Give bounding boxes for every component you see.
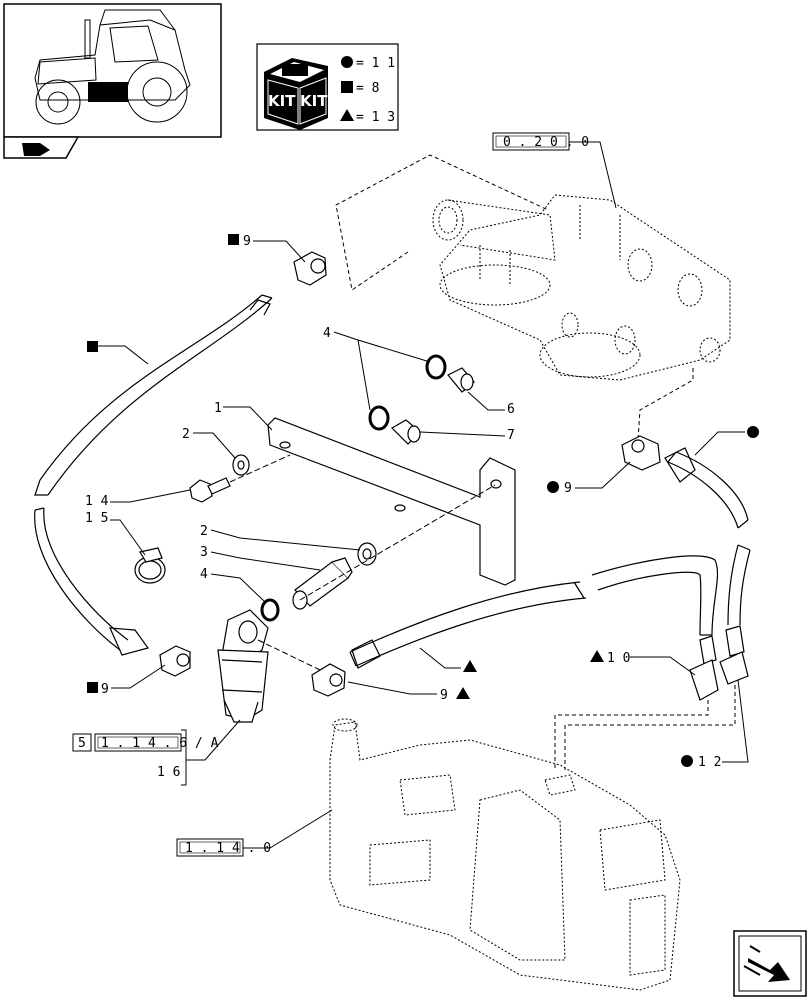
ref-1-14-6a: 1 . 1 4 . 6 / A <box>101 736 219 751</box>
fuel-hose-middle <box>349 555 719 669</box>
triangle-marker-hose <box>463 660 477 672</box>
label-2-lower: 2 <box>200 524 208 539</box>
label-6: 6 <box>507 402 515 417</box>
square-count: = 8 <box>356 81 379 96</box>
dashed-leader-housing-fitting <box>637 368 694 441</box>
circle-marker-hose <box>747 426 759 438</box>
kit-box-icon: KIT KIT <box>264 58 328 130</box>
ref-box-0-20-0[interactable]: 0 . 2 0 . 0 <box>492 132 589 151</box>
circle-symbol <box>341 56 353 68</box>
triangle-marker-10 <box>590 650 604 662</box>
label-9-square-top: 9 <box>243 234 251 249</box>
label-9-triangle: 9 <box>440 688 448 703</box>
hose-clamp-15 <box>134 547 166 584</box>
filter-head-housing <box>432 194 731 381</box>
prev-page-arrow-icon <box>22 143 50 156</box>
circle-marker-9 <box>547 481 559 493</box>
triangle-count: = 1 3 <box>356 110 395 125</box>
label-9-square-bottom: 9 <box>101 682 109 697</box>
bolt-14 <box>189 477 231 503</box>
o-ring-4-upper <box>368 354 447 431</box>
prev-page-tab[interactable] <box>3 136 80 159</box>
washer-2-lower <box>357 542 377 566</box>
label-12: 1 2 <box>698 755 721 770</box>
adapter-6 <box>447 367 475 393</box>
tractor-thumbnail-icon <box>34 9 191 125</box>
square-marker-9-bottom <box>87 682 98 693</box>
label-3: 3 <box>200 545 208 560</box>
label-14: 1 4 <box>85 494 109 509</box>
banjo-bolt-bottom-left <box>159 645 191 677</box>
circle-marker-12 <box>681 755 693 767</box>
check-valve-3 <box>292 557 353 610</box>
ref-box-5[interactable]: 5 <box>72 733 92 752</box>
fitting-12 <box>719 625 749 685</box>
o-ring-4-lower <box>260 598 280 622</box>
fuel-filter-16 <box>217 609 269 723</box>
fuel-tank <box>329 718 681 991</box>
square-marker-9-top <box>228 234 239 245</box>
washer-2-upper <box>232 454 250 476</box>
fuel-hose-right <box>664 447 751 626</box>
adapter-7 <box>391 419 421 445</box>
ref-box-1-14-6a[interactable]: 1 . 1 4 . 6 / A <box>94 733 219 752</box>
dashed-leader-housing-bolt <box>335 154 549 291</box>
banjo-bolt-right <box>621 435 661 471</box>
dashed-leader-tank <box>554 685 736 770</box>
kit-legend: KIT KIT = 1 1 = 8 = 1 3 <box>256 43 399 131</box>
highlight-marker <box>88 82 128 102</box>
banjo-bolt-top <box>293 251 327 286</box>
fitting-10 <box>689 635 719 701</box>
label-15: 1 5 <box>85 511 108 526</box>
label-9-circle: 9 <box>564 481 572 496</box>
mounting-bracket <box>267 417 516 586</box>
next-page-arrow-icon <box>748 958 790 982</box>
label-2-upper: 2 <box>182 427 190 442</box>
triangle-symbol <box>340 109 354 121</box>
fuel-hose-left <box>34 294 273 656</box>
triangle-marker-9 <box>456 687 470 699</box>
label-16: 1 6 <box>157 765 180 780</box>
next-page-button[interactable] <box>733 930 807 997</box>
square-symbol <box>341 81 353 93</box>
label-1: 1 <box>214 401 222 416</box>
banjo-bolt-middle <box>311 663 346 697</box>
tractor-thumbnail[interactable] <box>3 3 222 138</box>
square-marker-hose <box>87 341 98 352</box>
kit-word-right: KIT <box>300 92 328 110</box>
label-4-upper: 4 <box>323 326 331 341</box>
ref-0-20-0: 0 . 2 0 . 0 <box>503 135 589 150</box>
label-7: 7 <box>507 428 515 443</box>
label-4-lower: 4 <box>200 567 208 582</box>
ref-1-14-0: 1 . 1 4 . 0 <box>185 841 271 856</box>
kit-word-left: KIT <box>268 92 296 110</box>
ref-5: 5 <box>78 736 86 751</box>
label-10: 1 0 <box>607 651 630 666</box>
ref-box-1-14-0[interactable]: 1 . 1 4 . 0 <box>176 838 271 857</box>
circle-count: = 1 1 <box>356 56 395 71</box>
